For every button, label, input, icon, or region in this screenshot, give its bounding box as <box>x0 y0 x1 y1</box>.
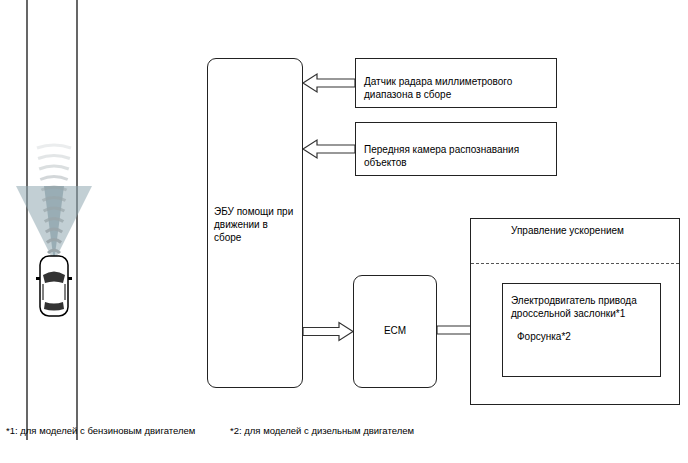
radar-wave <box>41 187 66 190</box>
radar-wave <box>38 156 70 159</box>
footnote: *1: для моделей с бензиновым двигателем <box>6 425 195 437</box>
block-arrow <box>303 74 355 92</box>
node-text: Форсунка*2 <box>517 330 654 343</box>
node-title: Передняя камера распознавания объектов <box>364 143 550 169</box>
block-arrow <box>303 323 353 341</box>
radar-wave <box>40 177 67 180</box>
radar-wave <box>37 145 71 148</box>
radar-wave <box>46 229 62 232</box>
sensor-box: Датчик радара миллиметрового диапазона в… <box>355 58 557 108</box>
dashed-divider <box>471 263 679 264</box>
node-title: Управление ускорением <box>511 224 673 237</box>
radar-fan <box>16 186 92 262</box>
radar-waves <box>37 145 71 253</box>
node-title: ECM <box>360 324 430 337</box>
radar-wave <box>48 250 60 253</box>
footnote: *2: для моделей с дизельным двигателем <box>230 425 414 437</box>
ecm-box: ECM <box>353 275 437 388</box>
radar-wave <box>47 240 61 243</box>
block-arrow <box>303 140 355 158</box>
camera-box: Передняя камера распознавания объектов <box>355 122 557 176</box>
radar-wave <box>39 166 69 169</box>
radar-wave <box>44 208 65 211</box>
actuator-box: Электродвигатель привода дроссельной зас… <box>502 283 661 377</box>
lane-line <box>76 0 77 440</box>
node-title: ЭБУ помощи при движении в сборе <box>214 205 296 244</box>
radar-wave <box>45 219 64 222</box>
node-title: Электродвигатель привода дроссельной зас… <box>511 294 654 320</box>
lane-line <box>26 0 27 440</box>
car-symbol <box>36 256 72 316</box>
ecu-box: ЭБУ помощи при движении в сборе <box>207 58 303 388</box>
node-title: Датчик радара миллиметрового диапазона в… <box>364 75 550 101</box>
control-group-box: Управление ускорениемЭлектродвигатель пр… <box>470 218 680 405</box>
radar-wave <box>43 198 66 201</box>
